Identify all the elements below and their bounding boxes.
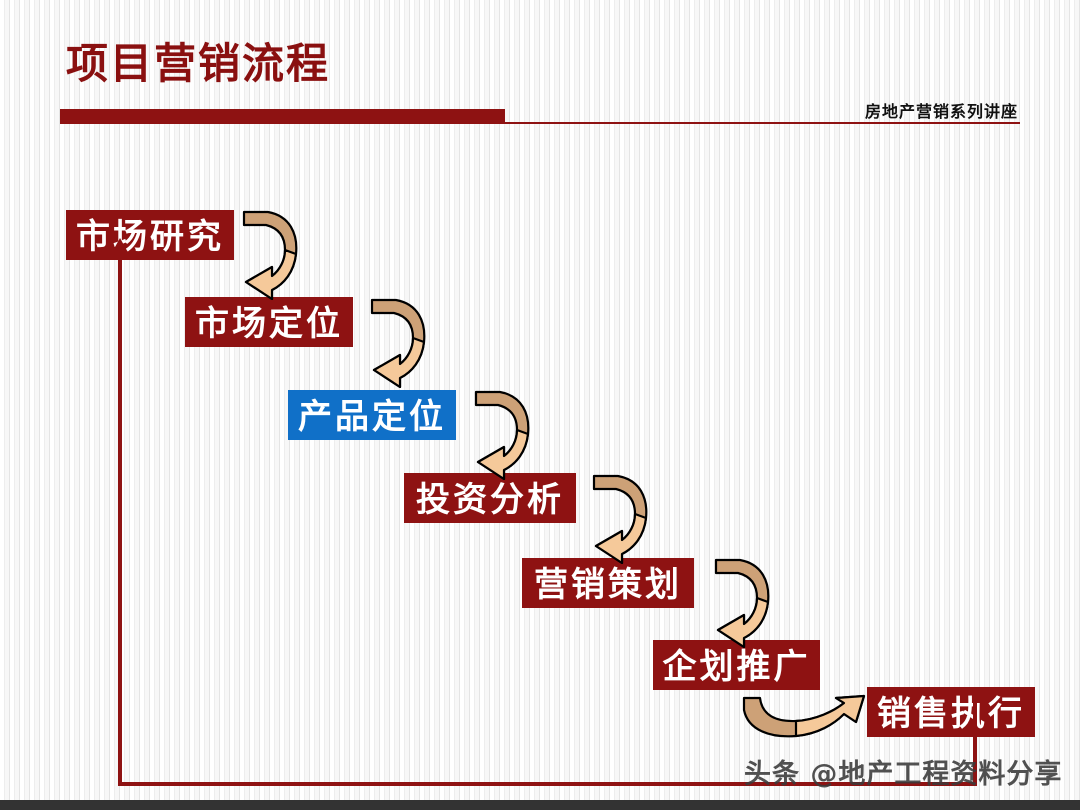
process-step-label: 市场定位 xyxy=(195,306,343,343)
title-underline-bar xyxy=(60,109,505,124)
process-step-label: 销售执行 xyxy=(877,696,1025,733)
process-step-box-3[interactable]: 产品定位 xyxy=(288,390,456,440)
process-step-label: 市场研究 xyxy=(76,219,224,256)
page-title: 项目营销流程 xyxy=(66,42,331,88)
process-step-box-7[interactable]: 销售执行 xyxy=(867,687,1035,737)
arrow-market-position-to-product-position-icon xyxy=(366,296,428,389)
process-step-box-6[interactable]: 企划推广 xyxy=(653,640,820,690)
feedback-segment-vertical-left xyxy=(118,252,122,786)
title-underline-rule xyxy=(505,122,1020,124)
arrow-investment-analysis-to-marketing-planning-icon xyxy=(588,472,650,565)
feedback-segment-vertical-right xyxy=(973,690,977,786)
process-step-label: 投资分析 xyxy=(416,482,564,519)
watermark-text: 头条 @地产工程资料分享 xyxy=(744,759,1063,790)
process-step-label: 企划推广 xyxy=(662,649,811,686)
arrow-market-research-to-market-position-icon xyxy=(238,208,300,301)
process-step-label: 产品定位 xyxy=(298,399,446,436)
process-step-box-1[interactable]: 市场研究 xyxy=(66,210,234,260)
arrow-promotion-to-sales-execution-icon xyxy=(740,692,880,740)
header-subtitle: 房地产营销系列讲座 xyxy=(864,102,1018,121)
process-step-box-4[interactable]: 投资分析 xyxy=(404,473,576,523)
process-step-box-5[interactable]: 营销策划 xyxy=(522,558,694,608)
bottom-strip xyxy=(0,800,1080,810)
arrow-marketing-planning-to-promotion-icon xyxy=(710,556,772,649)
process-step-label: 营销策划 xyxy=(534,567,682,604)
process-step-box-2[interactable]: 市场定位 xyxy=(185,297,353,347)
arrow-product-position-to-investment-analysis-icon xyxy=(470,388,532,481)
feedback-arrowhead-icon xyxy=(110,238,130,256)
feedback-segment-horizontal xyxy=(118,782,977,786)
